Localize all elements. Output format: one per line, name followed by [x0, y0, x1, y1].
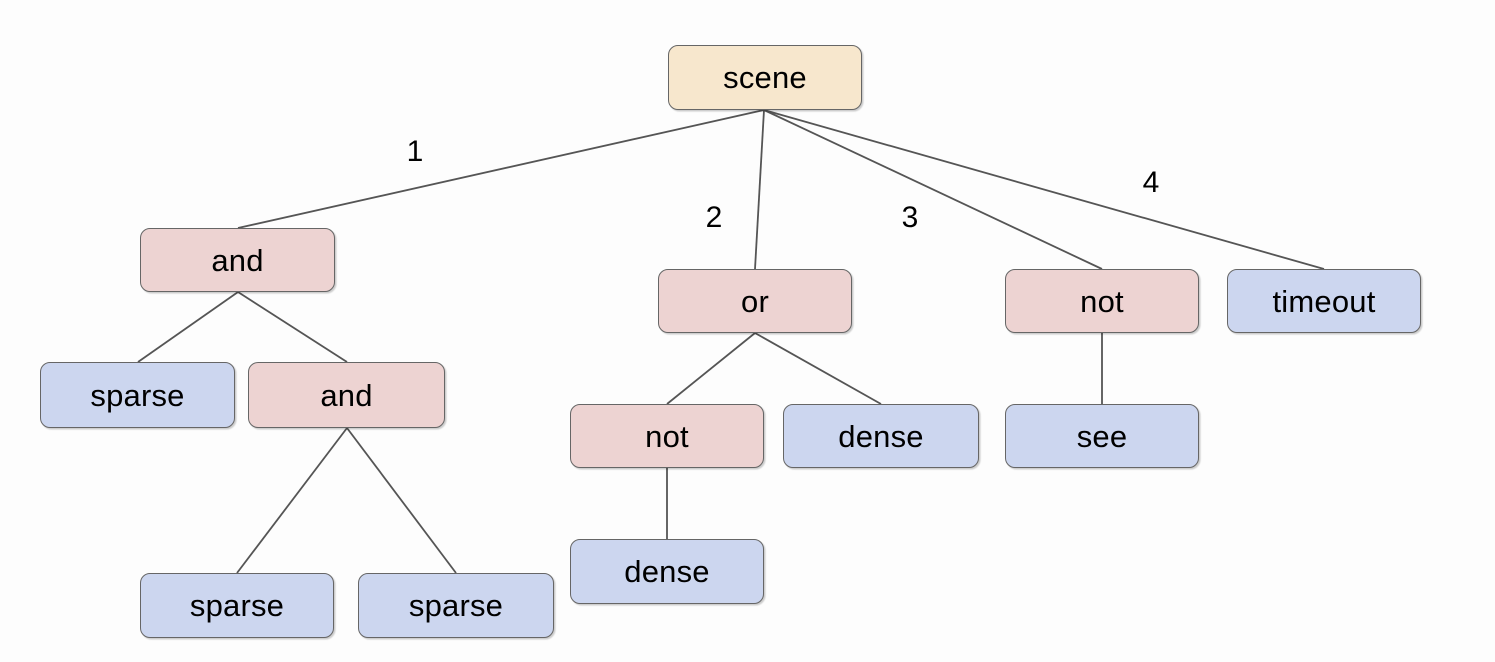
edge-label-2: 2 [705, 201, 723, 234]
tree-node-sparse1[interactable]: sparse [40, 362, 235, 428]
tree-node-timeout[interactable]: timeout [1227, 269, 1421, 333]
tree-edge-and2-to-sparse2 [236, 427, 348, 574]
tree-node-label: timeout [1272, 283, 1376, 319]
tree-node-and1[interactable]: and [140, 228, 335, 292]
tree-edge-or1-to-dense1 [754, 332, 882, 405]
tree-node-label: scene [723, 60, 807, 95]
tree-node-sparse3[interactable]: sparse [358, 573, 554, 638]
tree-node-label: and [320, 377, 373, 413]
tree-node-and2[interactable]: and [248, 362, 445, 428]
tree-node-label: dense [838, 418, 924, 454]
edge-label-4: 4 [1142, 166, 1160, 199]
tree-edge-scene-to-not1 [763, 109, 1103, 270]
tree-node-not2[interactable]: not [570, 404, 764, 468]
tree-node-not1[interactable]: not [1005, 269, 1199, 333]
tree-node-label: not [1080, 283, 1124, 319]
tree-node-label: sparse [189, 588, 285, 623]
tree-node-scene[interactable]: scene [668, 45, 862, 110]
tree-edge-scene-to-and1 [237, 109, 765, 229]
tree-node-label: not [645, 418, 689, 454]
tree-edge-and2-to-sparse3 [346, 427, 457, 574]
tree-node-label: or [741, 283, 769, 319]
tree-node-label: and [211, 242, 264, 278]
tree-node-dense1[interactable]: dense [783, 404, 979, 468]
tree-node-label: dense [624, 554, 710, 589]
tree-node-see[interactable]: see [1005, 404, 1199, 468]
edge-label-3: 3 [901, 201, 919, 234]
tree-node-label: sparse [408, 588, 504, 623]
edge-label-1: 1 [406, 135, 424, 168]
tree-node-label: sparse [90, 377, 185, 413]
tree-edge-or1-to-not2 [666, 332, 756, 405]
tree-edge-scene-to-or1 [754, 109, 765, 270]
tree-edge-scene-to-timeout [763, 109, 1325, 270]
tree-node-label: see [1076, 418, 1128, 454]
tree-node-dense2[interactable]: dense [570, 539, 764, 604]
tree-node-or1[interactable]: or [658, 269, 852, 333]
tree-edge-and1-to-and2 [237, 291, 348, 363]
tree-node-sparse2[interactable]: sparse [140, 573, 334, 638]
tree-edge-and1-to-sparse1 [137, 291, 239, 363]
